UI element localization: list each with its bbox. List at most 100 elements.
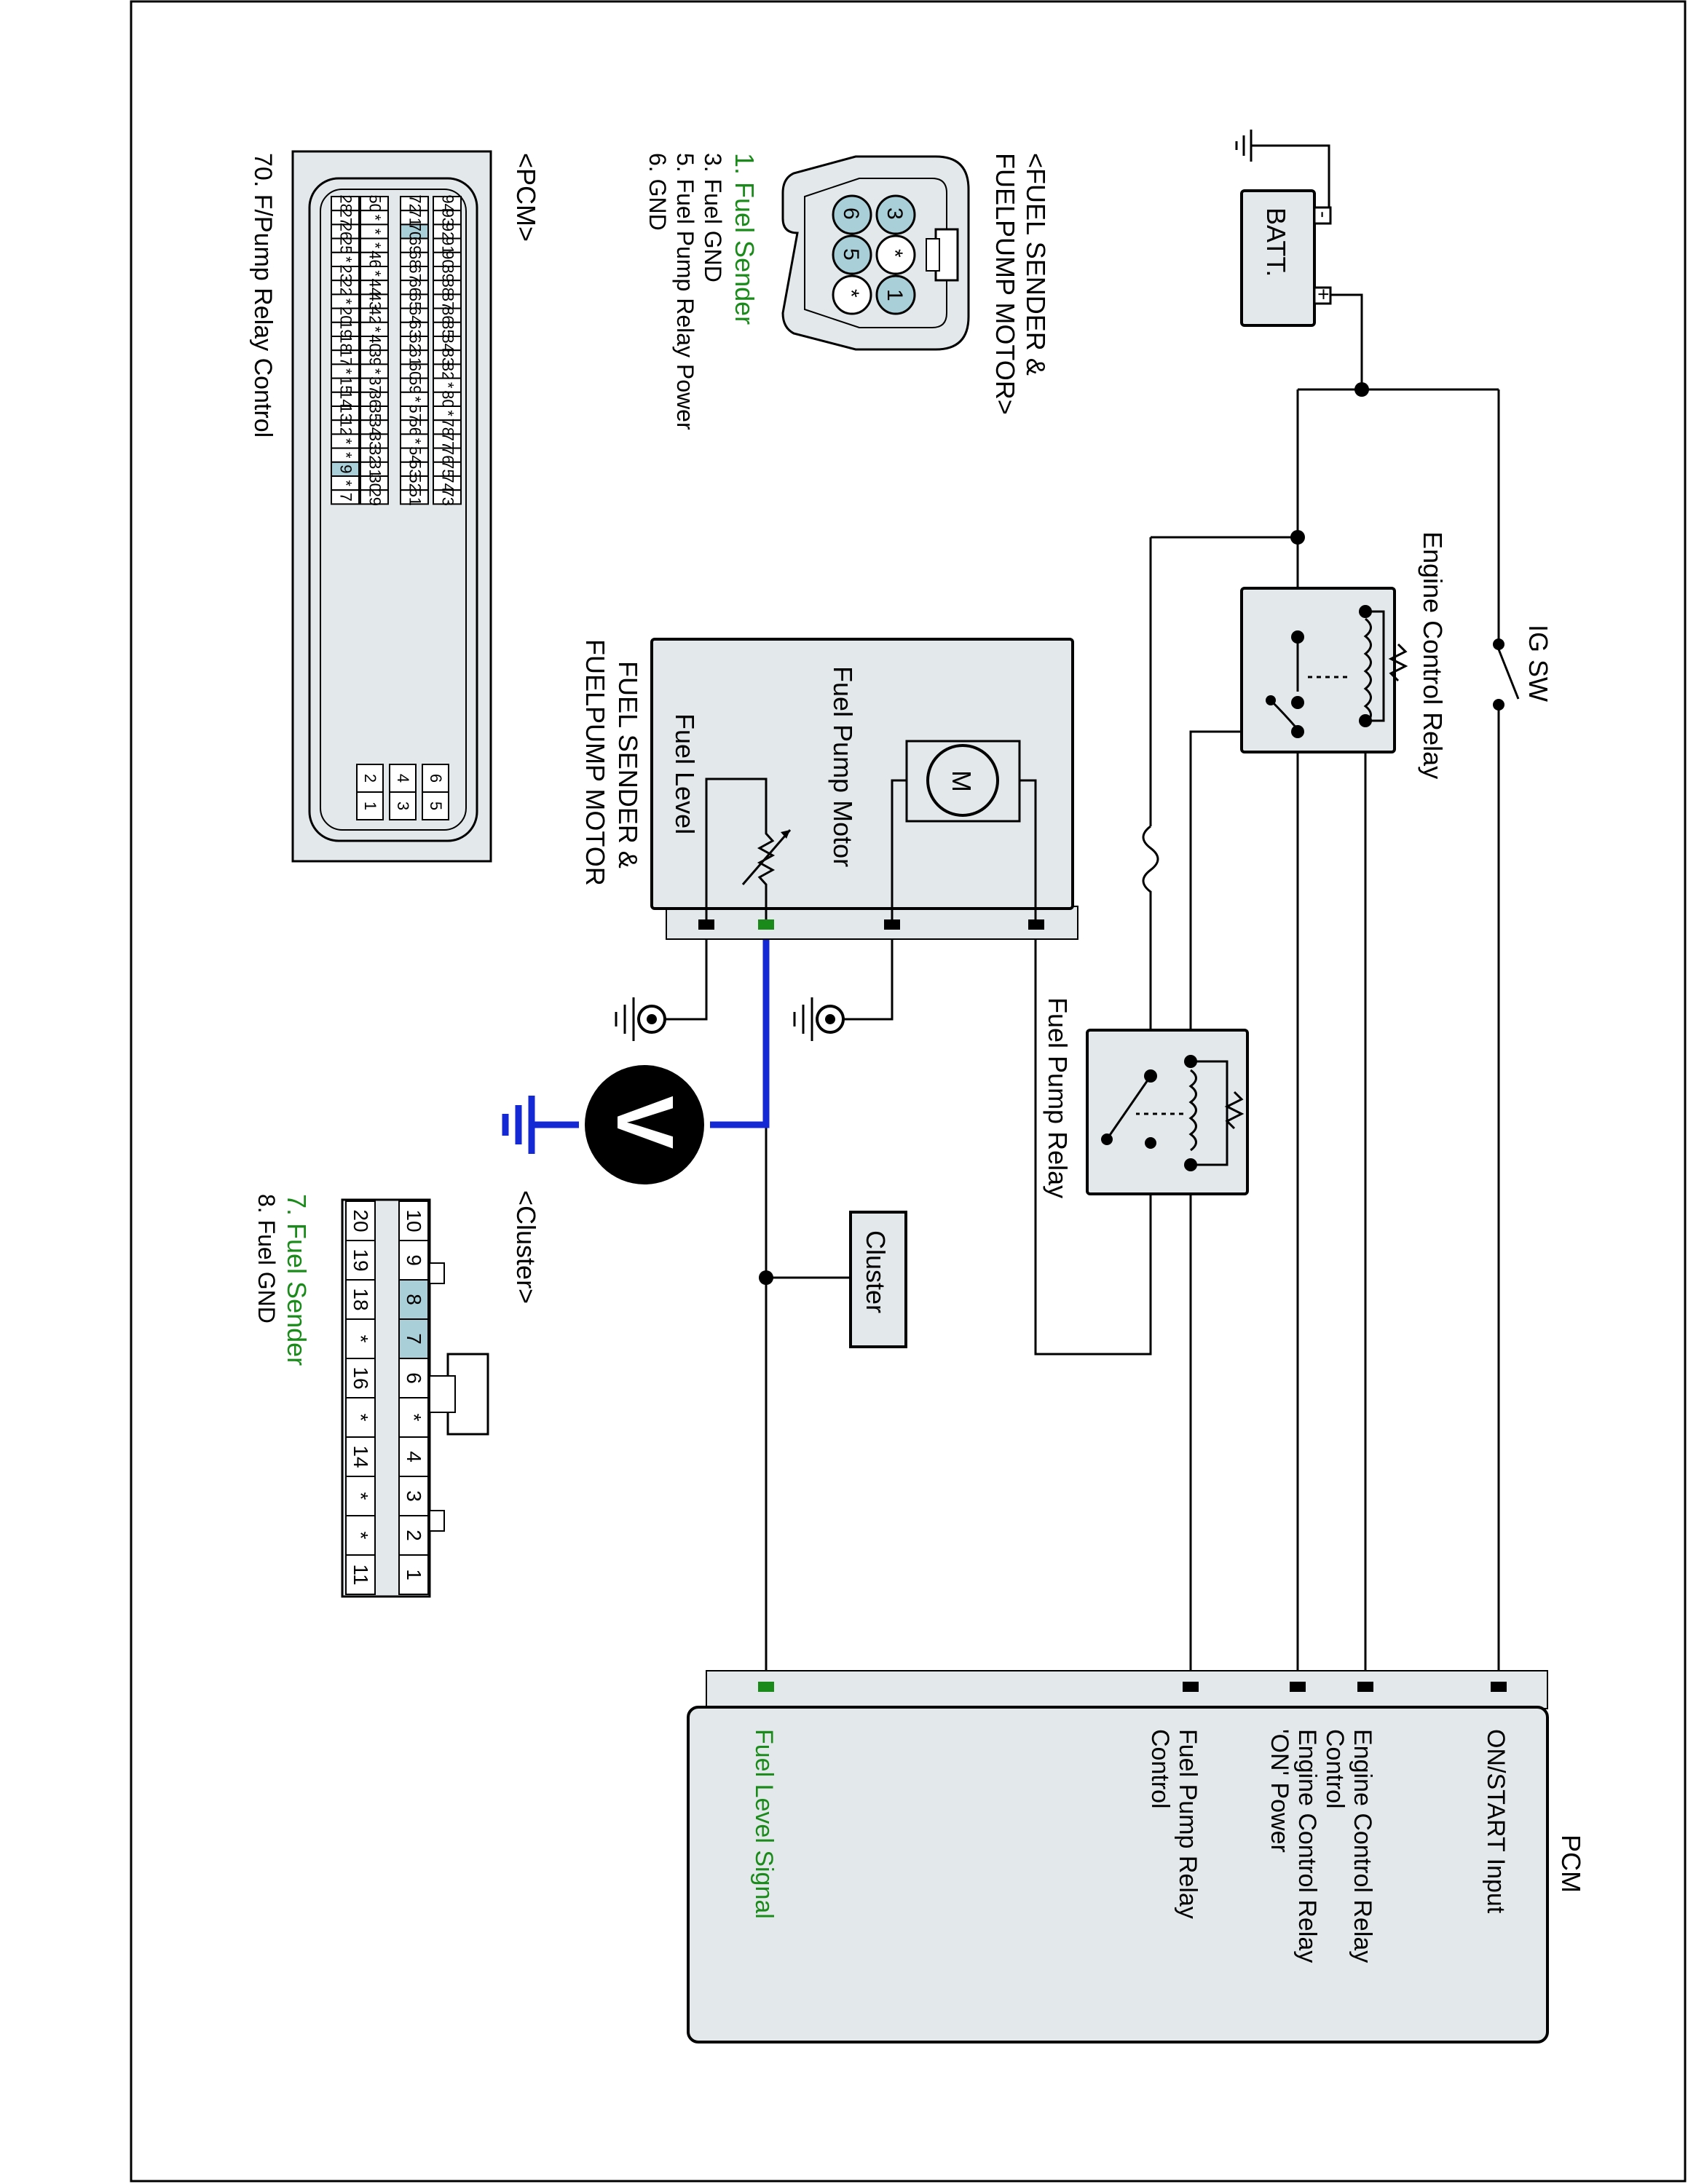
pcm-pin-grid: 94939291908988878685848382*80*7877767574… [331,194,462,820]
cluster-pin-label: 10 [403,1209,425,1232]
pcm-pin-ecr-on-power-2: 'ON' Power [1266,1729,1293,1853]
pcm-pin-label: 18 [337,334,355,352]
pcm-pin-label: 19 [337,320,355,338]
pcm-small-pin-label: 4 [394,774,412,783]
fuel-sender-pump-module: M Fuel Pump Motor Fuel Level FUEL SENDER… [580,638,1078,940]
voltmeter-icon: V [585,1065,704,1184]
pcm-pin-label: 70 [406,223,425,240]
pcm-pin-label: 87 [439,293,457,310]
pcm-pin-label: 15 [337,376,355,394]
pcm-pin-label: * [337,298,355,305]
fs-legend-6: 6. GND [644,153,671,231]
pcm-pin-label: 54 [406,446,425,464]
pcm-pin-label: 56 [406,419,425,436]
pcm-pin-label: 44 [366,279,384,296]
fs-legend-5: 5. Fuel Pump Relay Power [672,153,698,430]
cluster-pin-label: 1 [403,1569,425,1580]
cluster-pin-label: 7 [403,1333,425,1345]
cluster-legend-8: 8. Fuel GND [253,1194,280,1324]
cluster-pin-cell [345,1240,376,1281]
pcm-pin-label: 80 [439,390,457,408]
pcm-pin-label: 66 [406,279,425,296]
fs-pin-label: 5 [839,248,863,261]
engine-control-relay-label: Engine Control Relay [1418,531,1448,779]
pcm-small-pin-label: 1 [361,802,379,810]
pcm-pin-label: 32 [366,446,384,464]
battery-minus: - [1312,211,1335,218]
cluster-pin-label: 4 [403,1451,425,1463]
pcm-pin-label: 20 [337,306,355,324]
fuel-level-label: Fuel Level [670,713,700,834]
pcm-pin-label: 40 [366,334,384,352]
ig-sw-label: IG SW [1523,625,1553,702]
cluster-pin-cell [398,1318,429,1359]
pcm-pin-label: 36 [366,390,384,408]
pcm-pin-label: * [337,256,355,263]
pcm-pin-label: 82 [439,363,457,380]
pcm-pin-label: * [439,382,457,389]
pcm-pin-fpr-control-2: Control [1146,1729,1174,1809]
chassis-ground-icon-2 [615,997,666,1041]
pcm-pin-label: 77 [439,432,457,450]
cluster-pin-label: * [350,1492,372,1500]
wiring [663,130,1500,1687]
fuel-sender-connector-title-1: <FUEL SENDER & [1021,153,1051,376]
cluster-pin-cell [398,1240,429,1281]
pcm-pin-label: 72 [406,194,425,212]
fs-pin-label: 6 [839,207,863,220]
cluster-pin-label: 9 [403,1254,425,1266]
pcm-pin-label: 31 [366,460,384,478]
pcm-pin-label: 83 [439,349,457,366]
cluster-pin-label: 6 [403,1372,425,1384]
pcm-small-pin-cell [389,791,417,820]
pcm-pin-label: 89 [439,264,457,282]
pcm-pin-label: 73 [439,488,457,506]
pcm-title: PCM [1556,1835,1586,1893]
cluster-pin-label: 14 [350,1445,372,1468]
pcm-pin-label: 63 [406,320,425,338]
pcm-pin-label: 23 [337,264,355,282]
pcm-pin-label: 88 [439,279,457,296]
pcm-pin-cell [331,489,360,505]
pcm-module: PCM ON/START Input Engine Control Relay … [687,1670,1586,2043]
fuel-pump-motor-label: Fuel Pump Motor [828,666,858,867]
pcm-pin-label: 59 [406,376,425,394]
cluster-pin-cell [398,1397,429,1438]
fuel-pump-relay: Fuel Pump Relay [1043,997,1249,1198]
fs-legend-1: 1. Fuel Sender [730,153,760,325]
cluster-pin-cell [345,1515,376,1556]
pcm-pin-label: * [366,242,384,249]
cluster-pin-cell [398,1554,429,1595]
fuel-pump-relay-label: Fuel Pump Relay [1043,997,1073,1198]
cluster-pin-label: 2 [403,1530,425,1541]
pcm-pin-label: 75 [439,460,457,478]
fuel-sender-pins: 3 * 1 6 5 * [832,194,916,315]
pcm-pin-label: * [337,480,355,486]
pcm-small-pin-label: 2 [361,774,379,783]
pcm-pin-label: 17 [337,349,355,366]
pcm-pin-label: 46 [366,250,384,268]
pcm-connector-legend: 70. F/Pump Relay Control [249,153,277,438]
pcm-pin-label: 25 [337,237,355,254]
cluster-pin-label: 11 [350,1564,372,1585]
pcm-pin-label: 14 [337,390,355,408]
module-name-line2: FUELPUMP MOTOR [580,639,610,886]
pcm-pin-label: 67 [406,264,425,282]
pcm-connector: <PCM> 94939291908988878685848382*80*7877… [249,150,541,863]
cluster-pin-cell [398,1358,429,1398]
cluster-pin-label: 20 [350,1209,372,1232]
cluster-pin-label: * [350,1414,372,1422]
cluster-pin-cell [398,1200,429,1241]
fs-legend-3: 3. Fuel GND [700,153,726,282]
pcm-pin-label: 42 [366,306,384,324]
pcm-pin-label: 52 [406,474,425,491]
cluster-pin-cell [345,1318,376,1359]
probe-wire [710,925,770,1128]
voltmeter-label: V [600,1096,690,1149]
cluster-pin-label: 8 [403,1294,425,1305]
pcm-pin-label: 71 [406,209,425,226]
pcm-pin-label: 69 [406,237,425,254]
pcm-pin-label: 28 [337,194,355,212]
cluster-pin-label: * [350,1532,372,1540]
